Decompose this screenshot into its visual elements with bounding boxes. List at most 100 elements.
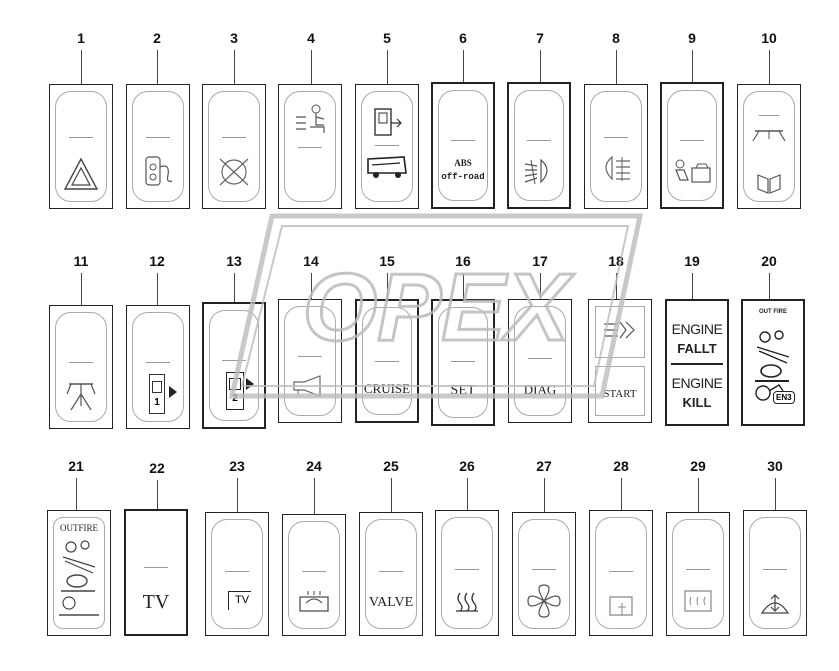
leader-29 [698,478,699,512]
fire-caption: OUT FIRE [759,309,787,315]
arrow-right-icon [246,378,254,390]
switch-9 [660,82,724,209]
tv-small-label: TV [235,594,250,606]
leader-24 [314,478,315,514]
label-17: 17 [532,253,548,269]
mirror-icon [609,596,633,616]
wiper-washer-icon [760,594,790,614]
switch-6: ABS off-road [431,82,495,209]
switch-14 [278,299,342,423]
leader-2 [157,50,158,84]
heated-seat-icon [456,592,478,612]
switch-26 [435,510,499,636]
leader-26 [467,478,468,510]
hazard-triangle-icon [63,157,99,190]
fire-extinguish-icon [755,330,790,401]
switch-17: DIAG [508,299,572,423]
offroad-label: off-road [441,172,485,182]
switch-23: TV [205,512,269,636]
leader-6 [463,50,464,82]
valve-label: VALVE [368,595,414,610]
lamp-and-box-icon [675,159,711,183]
label-7: 7 [536,30,544,46]
label-15: 15 [379,253,395,269]
leader-12 [157,273,158,305]
engine-label-2: ENGINE [671,375,723,391]
label-23: 23 [229,458,245,474]
switch-7 [507,82,571,209]
leader-8 [616,50,617,84]
leader-3 [234,50,235,84]
fog-light-icon [524,158,548,185]
leader-28 [621,478,622,510]
label-18: 18 [608,253,624,269]
fault-label: FALLT [677,341,717,356]
leader-27 [544,478,545,512]
leader-15 [387,273,388,299]
switch-24 [282,514,346,636]
switch-4 [278,84,342,209]
switch-5 [355,84,419,209]
label-20: 20 [761,253,777,269]
engine-label-1: ENGINE [671,321,723,337]
switch-11 [49,305,113,429]
label-28: 28 [613,458,629,474]
label-2: 2 [153,30,161,46]
leader-17 [540,273,541,299]
label-19: 19 [684,253,700,269]
leader-4 [311,50,312,84]
switch-10 [737,84,801,209]
switch-16: SET [431,299,495,426]
mirror-heat-icon [684,590,712,612]
label-9: 9 [688,30,696,46]
leader-25 [391,478,392,512]
tv-frame-icon: TV [228,591,251,610]
switch-13: 2 [202,302,266,429]
leader-13 [234,273,235,302]
label-4: 4 [307,30,315,46]
label-30: 30 [767,458,783,474]
label-3: 3 [230,30,238,46]
leader-20 [769,273,770,299]
en3-badge: EN3 [773,391,795,404]
switch-12: 1 [126,305,190,429]
engine-arrows-icon [604,321,635,339]
label-16: 16 [455,253,471,269]
label-14: 14 [303,253,319,269]
switch-1 [49,84,113,209]
switch-18: START [588,299,652,423]
label-24: 24 [306,458,322,474]
switch-30 [743,510,807,636]
leader-22 [157,480,158,509]
label-6: 6 [459,30,467,46]
fuel-pump-icon [145,156,173,186]
switch-2 [126,84,190,209]
vehicle-side-icon [367,156,407,178]
rear-fog-light-icon [605,155,630,181]
label-11: 11 [73,253,89,269]
label-22: 22 [149,460,165,476]
switch-12-digit: 1 [154,397,160,408]
fire-extinguish-icon [59,540,99,616]
switch-29 [666,512,730,636]
work-light-stand-icon [66,383,96,411]
leader-1 [81,50,82,84]
switch-28 [589,510,653,636]
kill-label: KILL [682,395,712,410]
switch-3 [202,84,266,209]
horn-icon [293,375,321,397]
label-26: 26 [459,458,475,474]
switch-13-digit: 2 [232,393,238,404]
diag-label: DIAG [523,382,557,397]
book-icon [757,174,781,194]
label-25: 25 [383,458,399,474]
switch-21: OUTFIRE [47,510,111,636]
arrow-right-icon [169,386,177,398]
crossed-out-icon [219,158,249,186]
label-13: 13 [226,253,242,269]
leader-16 [463,273,464,299]
label-5: 5 [383,30,391,46]
label-21: 21 [68,458,84,474]
leader-30 [775,478,776,510]
